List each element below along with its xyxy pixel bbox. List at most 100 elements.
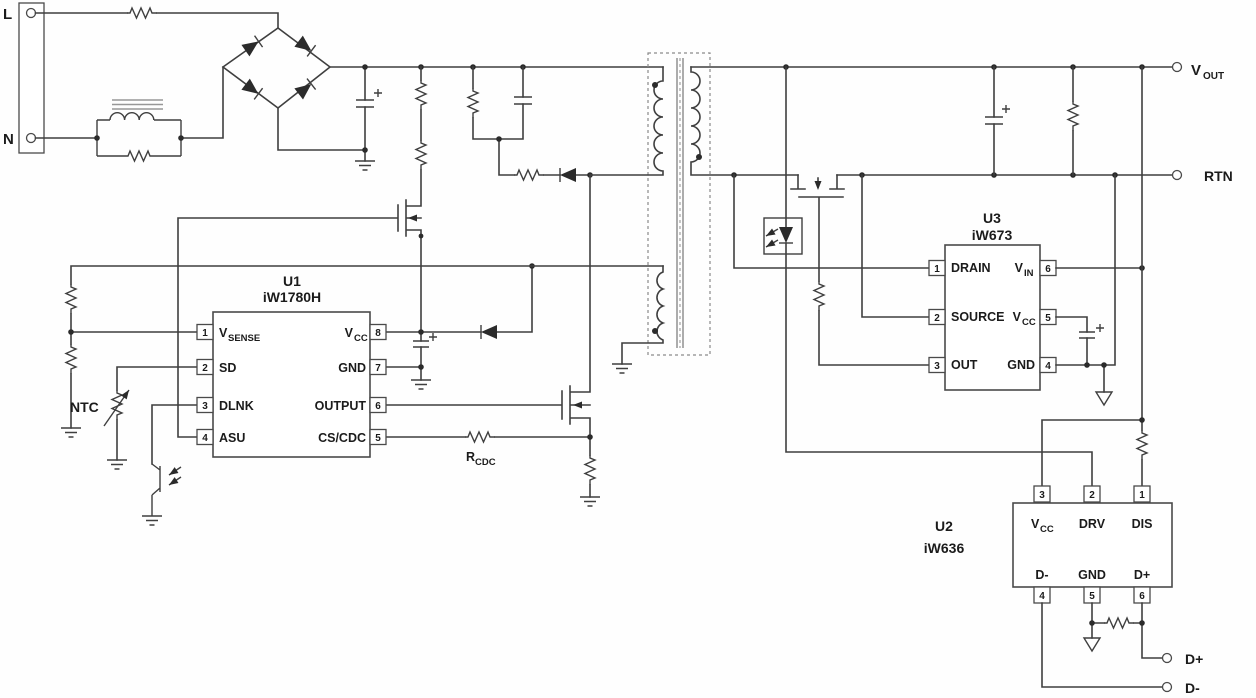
light-arrow [167, 467, 179, 478]
divider-resistor-upper [65, 283, 77, 315]
u3-pin6-num: 6 [1045, 264, 1051, 275]
dplus-label: D+ [1185, 651, 1203, 667]
u2-drv-label: DRV [1079, 517, 1106, 531]
light-arrow [764, 239, 776, 251]
u2-pin3-num: 3 [1039, 490, 1045, 501]
ground-icon [611, 363, 633, 374]
neutral-label: N [3, 131, 14, 148]
u1-pin5-num: 5 [375, 433, 381, 444]
vout-label: V [1191, 62, 1201, 79]
main-mosfet [385, 174, 591, 438]
vout-label-sub: OUT [1203, 71, 1224, 82]
aux-line [60, 265, 664, 438]
u3-right-wiring [1055, 174, 1145, 406]
u1-vsense-label: V [219, 326, 228, 340]
u1-controller: U1 iW1780H 1 2 3 4 V SENSE SD DLNK ASU 8… [196, 273, 387, 458]
secondary-winding [690, 66, 799, 176]
u3-out-label: OUT [951, 358, 978, 372]
u3-sync-controller: U3 iW673 1 2 3 DRAIN SOURCE OUT 6 5 4 V … [928, 210, 1057, 391]
u3-part: iW673 [972, 227, 1013, 243]
ntc-thermistor: NTC [70, 366, 198, 470]
current-sense: R CDC [386, 431, 601, 507]
line-label: L [3, 6, 12, 23]
ground-icon [410, 379, 432, 390]
u2-bottom-wiring: D+ D- [1041, 602, 1203, 696]
output-capacitor-group [985, 66, 1010, 176]
rcdc-resistor [464, 431, 496, 443]
startup-resistor-1 [415, 79, 427, 111]
vcc-supply [386, 263, 535, 390]
u2-dis-label: DIS [1132, 517, 1153, 531]
aux-winding [621, 265, 666, 365]
u3-pin4-num: 4 [1045, 361, 1051, 372]
u1-gnd-label: GND [338, 361, 366, 375]
ntc-arrow [120, 387, 132, 400]
startup-network [177, 66, 427, 438]
clamp-capacitor [514, 96, 532, 105]
u1-pin7-num: 7 [375, 363, 381, 374]
u3-source-label: SOURCE [951, 310, 1004, 324]
emi-filter-choke [94, 99, 184, 162]
u1-vcc-label: V [345, 326, 354, 340]
vin-dis-riser [1041, 66, 1148, 487]
startup-resistor-2 [415, 139, 427, 171]
mosfet-body-arrow [408, 214, 417, 222]
vout-terminal [1171, 61, 1183, 73]
light-arrow [167, 477, 179, 488]
u1-pin4-num: 4 [202, 433, 208, 444]
u3-pin5-num: 5 [1045, 313, 1051, 324]
u3-pin3-num: 3 [934, 361, 940, 372]
dis-resistor [1136, 429, 1148, 461]
rcdc-label-sub: CDC [475, 457, 496, 468]
u2-dminus-label: D- [1035, 568, 1048, 582]
optocoupler-led [763, 66, 1093, 487]
rtn-label: RTN [1204, 168, 1233, 184]
u3-vcc-capacitor [1079, 331, 1095, 339]
aux-polarity-dot [652, 328, 658, 334]
ac-input-connector: L N [3, 2, 45, 154]
u1-part: iW1780H [263, 289, 321, 305]
ntc-label: NTC [70, 399, 99, 415]
ground-icon [106, 459, 128, 470]
dplus-terminal [1161, 652, 1173, 664]
u1-sd-label: SD [219, 361, 236, 375]
mosfet-body-arrow [573, 401, 582, 409]
u3-vcc-label-sub: CC [1022, 317, 1036, 328]
dminus-label: D- [1185, 680, 1200, 696]
polarity-plus [1002, 105, 1010, 113]
u1-pin1-num: 1 [202, 328, 208, 339]
line-terminal [25, 7, 37, 19]
u1-output-label: OUTPUT [315, 399, 367, 413]
clamp-series-resistor [513, 169, 545, 181]
u2-pin2-num: 2 [1089, 490, 1095, 501]
clamp-resistor [467, 87, 479, 119]
fusible-resistor [126, 7, 158, 19]
vcc-diode [480, 324, 498, 340]
output-resistor [1067, 100, 1079, 132]
u2-vcc-label: V [1031, 517, 1040, 531]
ground-icon [60, 427, 82, 438]
optocoupler-phototransistor [141, 404, 198, 526]
u2-part: iW636 [924, 540, 965, 556]
bridge-diode-icon [240, 77, 264, 101]
output-resistor-group [1067, 66, 1079, 176]
u1-vcc-label-sub: CC [354, 333, 368, 344]
primary-polarity-dot [652, 82, 658, 88]
primary-winding [589, 66, 664, 176]
u2-pin4-num: 4 [1039, 591, 1045, 602]
u2-gnd-label: GND [1078, 568, 1106, 582]
clamp-diode [559, 167, 577, 183]
bridge-rectifier [221, 27, 332, 110]
u2-dplus-label: D+ [1134, 568, 1150, 582]
u1-dlnk-label: DLNK [219, 399, 254, 413]
polarity-plus [374, 89, 382, 97]
rcdc-label: R [466, 450, 475, 464]
signal-ground-icon [1083, 637, 1101, 652]
dc-bus [277, 64, 664, 171]
ground-icon [579, 496, 601, 507]
divider-resistor-lower [65, 343, 77, 375]
u1-pin2-num: 2 [202, 363, 208, 374]
vcc-capacitor [413, 340, 429, 348]
u3-vin-label: V [1015, 261, 1024, 275]
